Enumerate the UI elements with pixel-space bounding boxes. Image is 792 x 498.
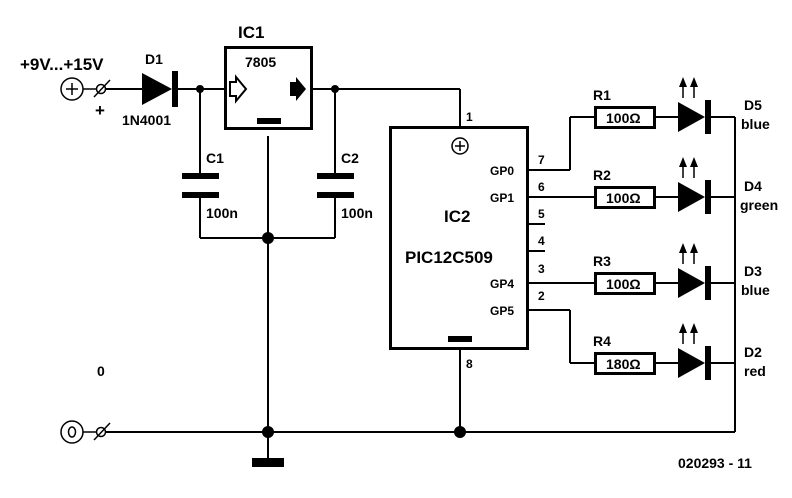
r2-ref: R2 bbox=[593, 167, 611, 183]
supply-voltage-label: +9V...+15V bbox=[20, 55, 104, 74]
d1-diode bbox=[142, 71, 178, 107]
r2-resistor bbox=[594, 186, 656, 209]
ic2-gp5-label: GP5 bbox=[490, 304, 514, 318]
d2-ref: D2 bbox=[744, 344, 762, 360]
d5-ref: D5 bbox=[744, 97, 762, 113]
r4-resistor bbox=[594, 352, 656, 375]
d1-ref: D1 bbox=[145, 51, 163, 67]
d1-part: 1N4001 bbox=[122, 112, 171, 128]
d3-led bbox=[677, 242, 712, 301]
c1-value: 100n bbox=[206, 205, 238, 221]
ic2-pin-3: 3 bbox=[538, 262, 545, 276]
d2-color: red bbox=[744, 363, 766, 379]
d2-led bbox=[677, 322, 712, 381]
ic2-gp0-label: GP0 bbox=[490, 164, 514, 178]
c2-value: 100n bbox=[341, 205, 373, 221]
ground-label: 0 bbox=[97, 363, 105, 379]
r1-resistor bbox=[594, 106, 656, 129]
ic2-pin-6: 6 bbox=[538, 180, 545, 194]
ground-terminal bbox=[60, 420, 111, 444]
ic1-part: 7805 bbox=[245, 54, 276, 70]
r3-resistor bbox=[594, 272, 656, 295]
ic2-pin-8: 8 bbox=[466, 357, 473, 371]
c2-ref: C2 bbox=[341, 150, 359, 166]
r1-value: 100Ω bbox=[606, 110, 641, 126]
r4-ref: R4 bbox=[593, 333, 611, 349]
junction-dots bbox=[196, 85, 466, 438]
r1-ref: R1 bbox=[593, 87, 611, 103]
c1-ref: C1 bbox=[206, 150, 224, 166]
c1-capacitor bbox=[182, 173, 219, 198]
ic2-ref: IC2 bbox=[444, 207, 470, 226]
d5-color: blue bbox=[741, 116, 770, 132]
ic1-regulator bbox=[224, 46, 313, 130]
ic2-gp4-label: GP4 bbox=[490, 277, 514, 291]
r3-ref: R3 bbox=[593, 253, 611, 269]
r2-value: 100Ω bbox=[606, 190, 641, 206]
ic2-pin-2: 2 bbox=[538, 289, 545, 303]
ic2-microcontroller bbox=[389, 126, 529, 350]
c2-capacitor bbox=[317, 173, 354, 198]
figure-code: 020293 - 11 bbox=[678, 455, 752, 471]
r3-value: 100Ω bbox=[606, 276, 641, 292]
d3-ref: D3 bbox=[744, 263, 762, 279]
ic2-pin-1: 1 bbox=[466, 110, 473, 124]
ic2-part: PIC12C509 bbox=[405, 248, 493, 267]
supply-terminal bbox=[60, 77, 111, 101]
d5-led bbox=[677, 76, 712, 135]
d4-led bbox=[677, 156, 712, 215]
wires bbox=[106, 88, 736, 458]
d3-color: blue bbox=[741, 282, 770, 298]
chassis-ground-symbol bbox=[252, 458, 284, 467]
d4-ref: D4 bbox=[744, 178, 762, 194]
d4-color: green bbox=[740, 197, 778, 213]
r4-value: 180Ω bbox=[606, 356, 641, 372]
ic2-pin-7: 7 bbox=[538, 153, 545, 167]
ic2-gp1-label: GP1 bbox=[490, 191, 514, 205]
ic2-pin-5: 5 bbox=[538, 207, 545, 221]
ic1-ref: IC1 bbox=[238, 23, 264, 42]
supply-plus-sign: + bbox=[95, 101, 105, 120]
ic2-pin-4: 4 bbox=[538, 234, 545, 248]
